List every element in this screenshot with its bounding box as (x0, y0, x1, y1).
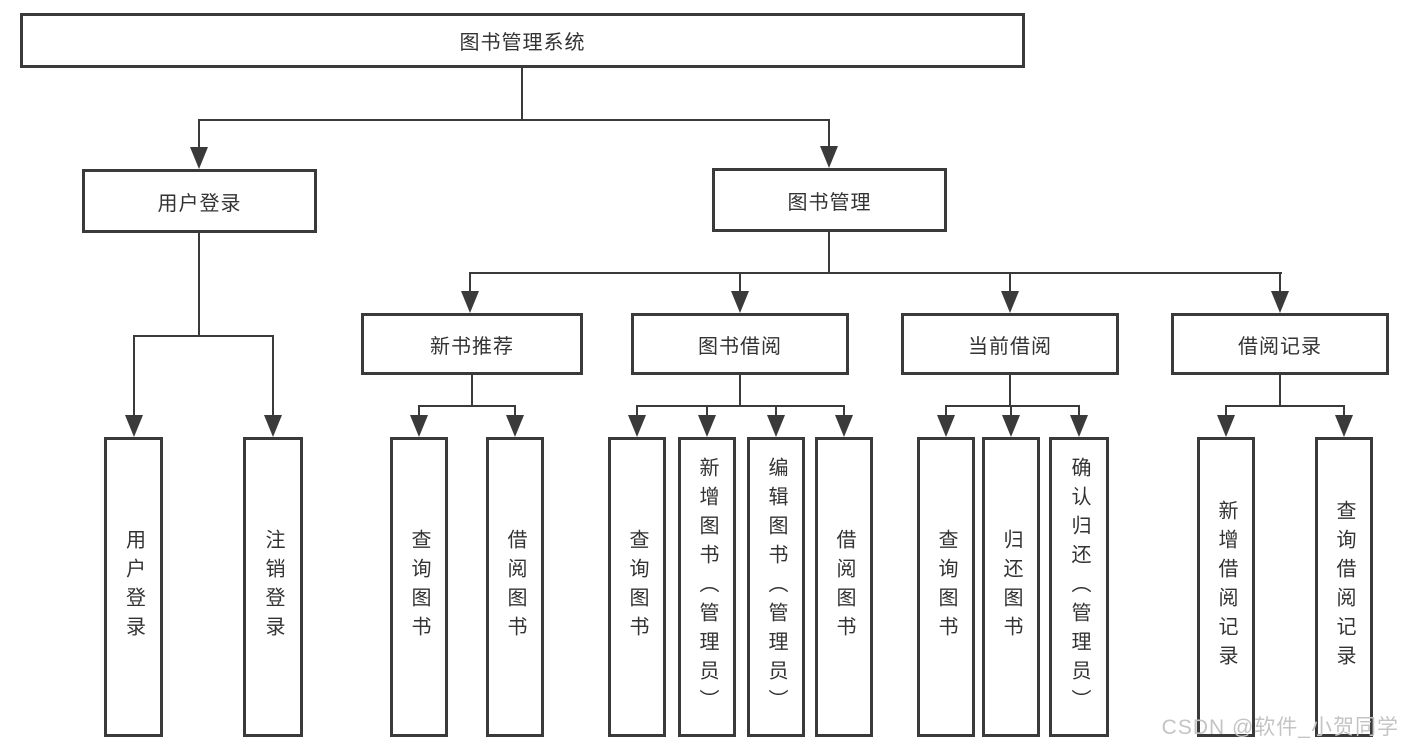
node-label: 查询借阅记录 (1333, 500, 1355, 674)
connector-g4-child1 (1225, 405, 1227, 419)
node-label: 借阅图书 (833, 529, 855, 645)
node-leaf-query-book-2: 查询图书 (608, 437, 666, 737)
connector-ul-child2 (272, 335, 274, 417)
arrowhead-down-icon (1271, 291, 1289, 313)
arrowhead-down-icon (1335, 415, 1353, 437)
connector-stem-borrow-records (1279, 272, 1281, 293)
connector-level3-branch (469, 272, 1282, 274)
connector-ul-stem (198, 233, 200, 337)
connector-level2-branch (198, 119, 830, 121)
arrowhead-down-icon (264, 415, 282, 437)
connector-g2-child1 (636, 405, 638, 419)
arrowhead-down-icon (628, 415, 646, 437)
connector-g2-stem (739, 375, 741, 407)
connector-g1-child2 (514, 405, 516, 419)
connector-root-stem (521, 68, 523, 121)
connector-g1-stem (471, 375, 473, 407)
node-leaf-edit-book-admin: 编辑图书（管理员） (747, 437, 805, 737)
node-label: 查询图书 (626, 529, 648, 645)
connector-stem-book-mgmt (828, 119, 830, 149)
connector-g3-stem (1009, 375, 1011, 407)
node-label: 新增图书（管理员） (696, 456, 718, 718)
connector-stem-new-book (469, 272, 471, 293)
arrowhead-down-icon (410, 415, 428, 437)
connector-g2-child2 (706, 405, 708, 419)
connector-stem-user-login (198, 119, 200, 149)
arrowhead-down-icon (190, 147, 208, 169)
node-leaf-query-book-1: 查询图书 (390, 437, 448, 737)
node-leaf-add-book-admin: 新增图书（管理员） (678, 437, 736, 737)
node-current-borrow: 当前借阅 (901, 313, 1119, 375)
node-book-management: 图书管理 (712, 168, 947, 232)
node-root: 图书管理系统 (20, 13, 1025, 68)
node-label: 归还图书 (1000, 529, 1022, 645)
node-borrow-records: 借阅记录 (1171, 313, 1389, 375)
arrowhead-down-icon (698, 415, 716, 437)
arrowhead-down-icon (125, 415, 143, 437)
connector-g3-branch (945, 405, 1080, 407)
connector-bm-stem (828, 232, 830, 274)
node-label: 用户登录 (122, 529, 145, 645)
node-leaf-user-login: 用户登录 (104, 437, 163, 737)
node-leaf-logout: 注销登录 (243, 437, 303, 737)
node-book-borrow: 图书借阅 (631, 313, 849, 375)
arrowhead-down-icon (461, 291, 479, 313)
connector-g4-child2 (1343, 405, 1345, 419)
connector-g2-child3 (775, 405, 777, 419)
node-label: 借阅图书 (504, 529, 526, 645)
connector-g1-branch (418, 405, 516, 407)
node-label: 编辑图书（管理员） (765, 456, 787, 718)
connector-g4-branch (1225, 405, 1345, 407)
node-label: 查询图书 (408, 529, 430, 645)
node-label: 注销登录 (262, 529, 284, 645)
connector-g2-child4 (843, 405, 845, 419)
node-leaf-borrow-book-2: 借阅图书 (815, 437, 873, 737)
arrowhead-down-icon (1217, 415, 1235, 437)
node-label: 查询图书 (935, 529, 957, 645)
connector-g3-child1 (945, 405, 947, 419)
connector-g3-child3 (1078, 405, 1080, 419)
connector-g4-stem (1279, 375, 1281, 407)
arrowhead-down-icon (1001, 291, 1019, 313)
connector-ul-child1 (133, 335, 135, 417)
connector-g3-child2 (1010, 405, 1012, 419)
arrowhead-down-icon (820, 146, 838, 168)
node-leaf-return-book: 归还图书 (982, 437, 1040, 737)
node-leaf-query-book-3: 查询图书 (917, 437, 975, 737)
node-leaf-borrow-book-1: 借阅图书 (486, 437, 544, 737)
arrowhead-down-icon (731, 291, 749, 313)
connector-g2-branch (636, 405, 845, 407)
arrowhead-down-icon (1002, 415, 1020, 437)
node-label: 确认归还（管理员） (1068, 456, 1090, 718)
connector-stem-book-borrow (739, 272, 741, 293)
connector-g1-child1 (418, 405, 420, 419)
csdn-watermark: CSDN @软件_小贺同学 (1161, 716, 1399, 739)
node-leaf-add-borrow-record: 新增借阅记录 (1197, 437, 1255, 737)
arrowhead-down-icon (937, 415, 955, 437)
arrowhead-down-icon (1070, 415, 1088, 437)
node-user-login: 用户登录 (82, 169, 317, 233)
node-leaf-confirm-return-admin: 确认归还（管理员） (1049, 437, 1109, 737)
arrowhead-down-icon (767, 415, 785, 437)
node-new-book-recommend: 新书推荐 (361, 313, 583, 375)
node-label: 新增借阅记录 (1215, 500, 1237, 674)
connector-ul-branch (133, 335, 274, 337)
arrowhead-down-icon (506, 415, 524, 437)
connector-stem-current-borrow (1009, 272, 1011, 293)
node-leaf-query-borrow-record: 查询借阅记录 (1315, 437, 1373, 737)
arrowhead-down-icon (835, 415, 853, 437)
